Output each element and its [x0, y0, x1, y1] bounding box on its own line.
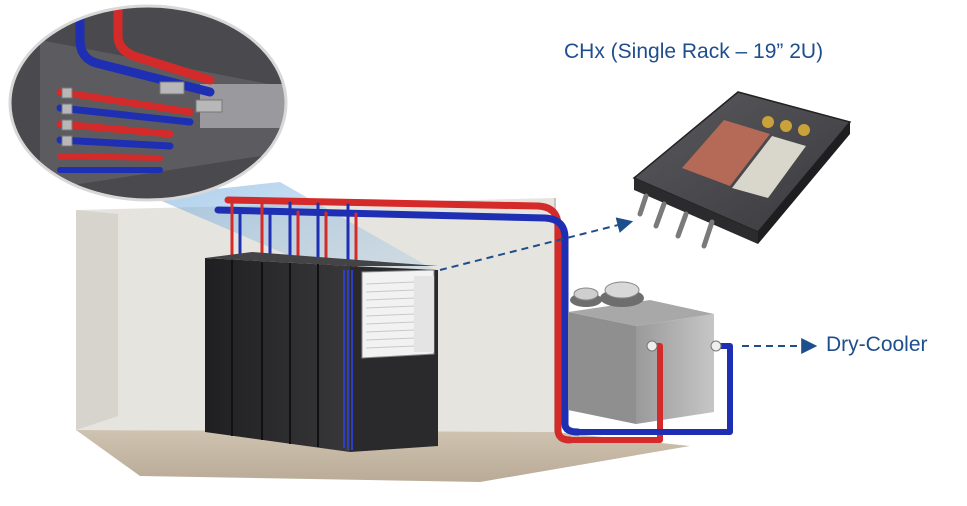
rack-units — [365, 281, 415, 349]
cold-manifold-pipe — [214, 206, 582, 436]
fan-icon — [600, 281, 644, 307]
fan-icon — [570, 287, 602, 307]
rack-row-front — [205, 258, 350, 452]
chx-callout-arrow — [439, 217, 634, 271]
cooler-side — [636, 314, 714, 424]
chx-label: CHx (Single Rack – 19” 2U) — [564, 40, 824, 63]
rack-door-panel — [414, 276, 434, 352]
chx-side-face — [758, 122, 850, 244]
chx-controller-board — [732, 136, 806, 198]
rack-hose-bundle — [343, 270, 353, 450]
cooler-inlet-port — [646, 340, 658, 352]
cooler-cold-pipe — [578, 343, 733, 435]
cooler-top — [568, 300, 714, 326]
cooler-outlet-port — [710, 340, 722, 352]
overhead-manifold — [214, 196, 582, 444]
server-rack-icon — [205, 252, 438, 452]
chx-front-face — [634, 178, 758, 244]
left-wall — [76, 210, 118, 430]
chx-hose-connectors — [637, 193, 715, 249]
rack-drop-pipes — [230, 199, 358, 270]
dry-cooler-label: Dry-Cooler — [826, 333, 928, 356]
zoom-bubble-border — [8, 4, 288, 202]
chx-brass-fittings — [762, 116, 810, 136]
cooler-front — [568, 312, 636, 424]
floor — [76, 430, 690, 482]
rack-row-top — [205, 252, 438, 266]
heat-exchanger-unit-icon — [632, 91, 852, 249]
zoom-detail-bubble — [8, 4, 288, 202]
zoom-rack-rail — [40, 40, 286, 190]
zoom-hoses — [56, 6, 215, 173]
zoom-connectors — [61, 81, 223, 147]
chx-plate-exchanger — [682, 120, 770, 186]
dry-cooler-unit-icon — [568, 281, 733, 443]
